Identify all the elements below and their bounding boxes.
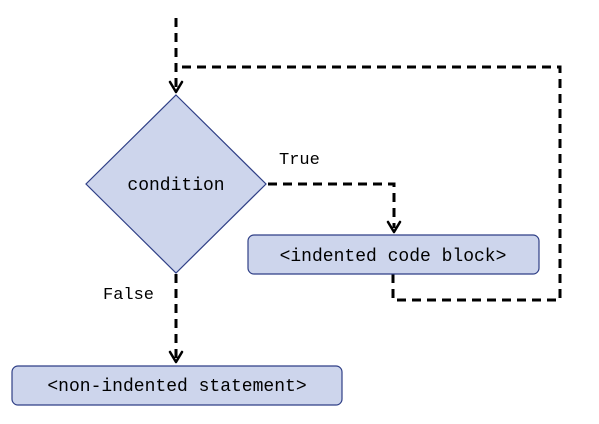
non-indented-statement-block <box>11 365 343 406</box>
loop-back-connector <box>176 65 562 302</box>
true-edge-label: True <box>279 151 320 170</box>
non-indented-statement-label: <non-indented statement> <box>47 377 306 397</box>
entry-arrowhead <box>168 80 184 94</box>
indented-code-block-label: <indented code block> <box>280 247 507 267</box>
condition-label: condition <box>127 176 224 196</box>
indented-code-block <box>247 234 540 275</box>
true-branch-arrowhead <box>386 220 402 234</box>
false-edge-label: False <box>103 286 154 305</box>
condition-diamond <box>85 94 267 274</box>
true-branch-connector <box>268 182 396 228</box>
false-branch-arrowhead <box>168 350 184 364</box>
